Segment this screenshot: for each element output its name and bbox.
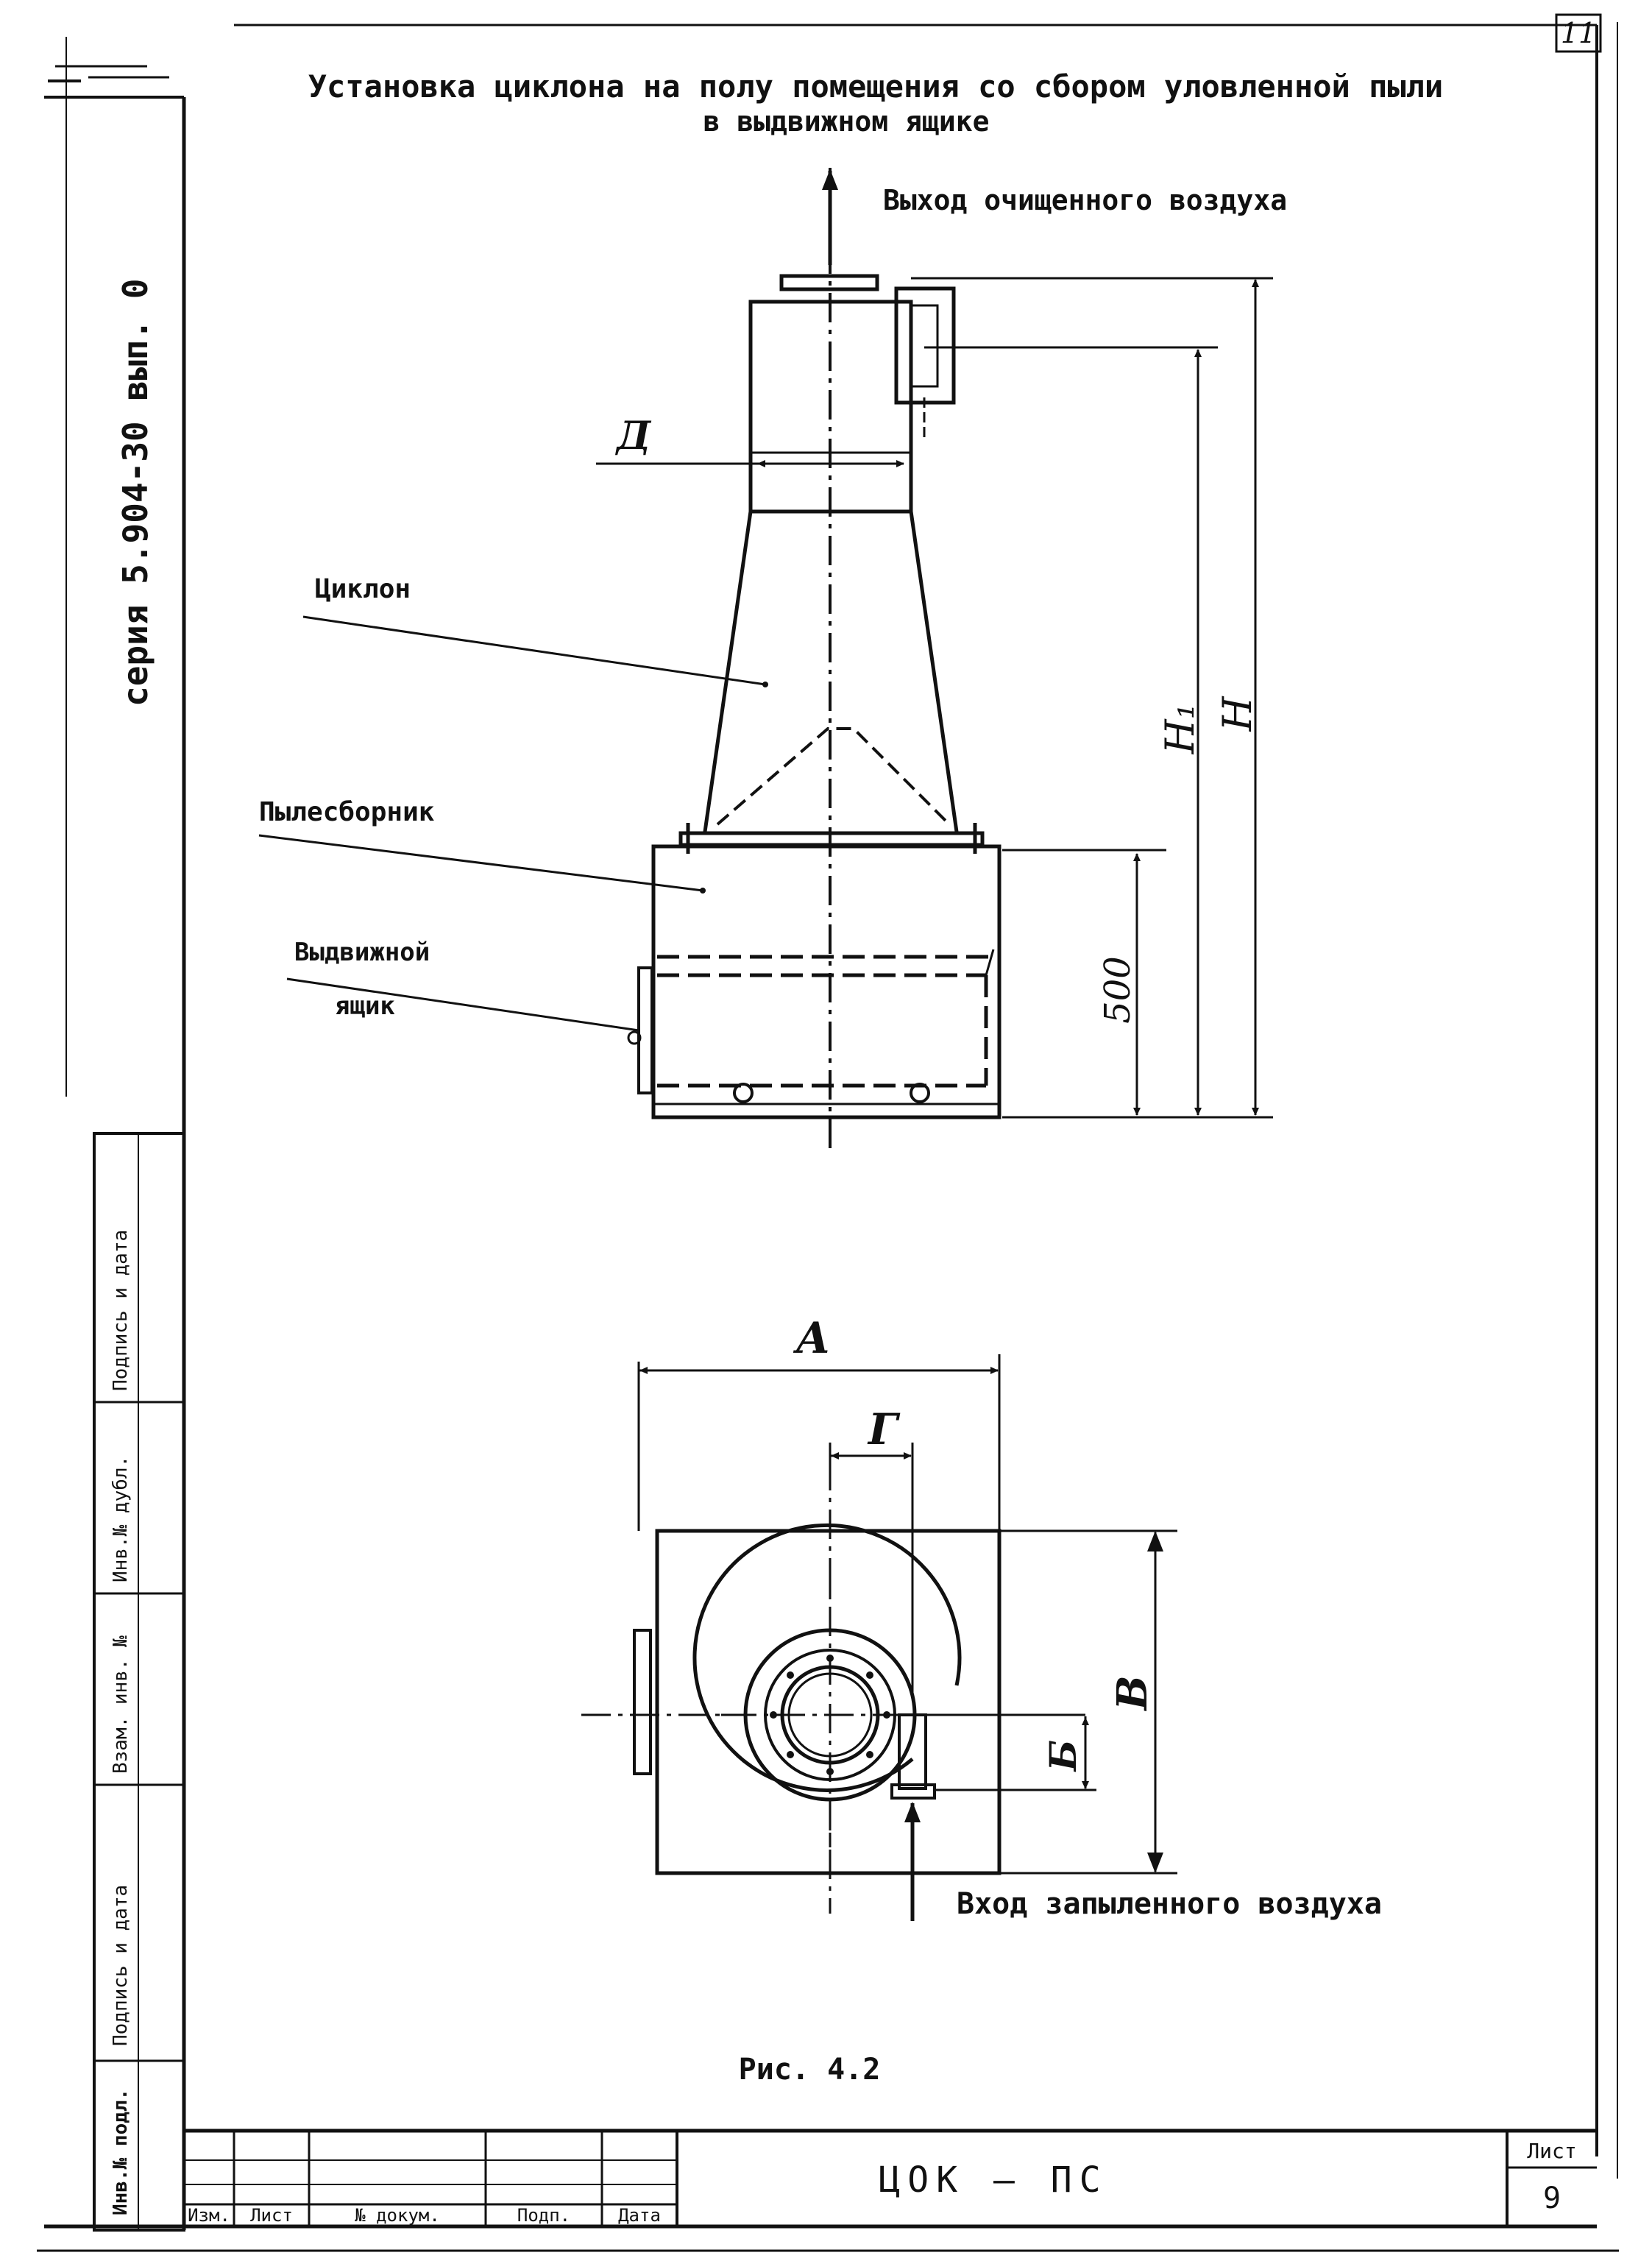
stamp-cell-4: Инв.№ дубл.	[110, 1456, 132, 1582]
drawing-title-line2: в выдвижном ящике	[703, 105, 990, 138]
sheet-number: 9	[1543, 2182, 1561, 2215]
cyclone-label: Циклон	[315, 574, 411, 604]
elevation-view: Выход очищенного воздуха Ц	[258, 168, 1287, 1148]
flange-bolts	[770, 1655, 890, 1775]
inlet-label: Вход запыленного воздуха	[957, 1887, 1382, 1921]
dim-V-label: В	[1108, 1675, 1157, 1711]
designation: ЦОК – ПС	[879, 2159, 1107, 2201]
dim-H-label: H	[1214, 696, 1261, 732]
dim-D-label: Д	[614, 414, 652, 459]
dim-500-label: 500	[1097, 956, 1138, 1024]
outlet-label: Выход очищенного воздуха	[883, 184, 1287, 216]
side-stamp: Инв.№ подл. Подпись и дата Взам. инв. № …	[93, 1132, 185, 2232]
stamp-cell-5: Подпись и дата	[110, 1230, 132, 1391]
drawer-leader	[286, 977, 639, 1032]
top-left-mark	[48, 65, 169, 82]
wheel-right	[910, 1083, 930, 1103]
drawer-label-2: ящик	[335, 991, 395, 1021]
cyclone-leader	[302, 615, 766, 686]
dust-collector-label: Пылесборник	[259, 797, 435, 827]
drawer-label-1: Выдвижной	[294, 938, 430, 967]
sheet-label: Лист	[1527, 2139, 1576, 2163]
plan-inlet-pipe	[898, 1713, 927, 1790]
header-izm: Изм.	[188, 2205, 230, 2226]
wheel-left	[733, 1083, 754, 1103]
title-block: Изм. Лист № докум. Подп. Дата ЦОК – ПС Л…	[184, 2129, 1597, 2226]
drawer-handle	[637, 966, 653, 1094]
plan-view: А Г Вход запыленног	[581, 1313, 1382, 1921]
dim-G-label: Г	[867, 1404, 901, 1454]
cyclone-cone	[703, 511, 959, 832]
dim-B-label: Б	[1041, 1740, 1085, 1773]
drawer-outline	[657, 955, 993, 1088]
header-doc: № докум.	[355, 2205, 440, 2226]
figure-caption: Рис. 4.2	[739, 2053, 881, 2087]
stamp-cell-2: Подпись и дата	[110, 1885, 132, 2046]
dust-collector-box	[651, 844, 1002, 1119]
plan-drawer-handle	[633, 1629, 652, 1775]
series-label: серия 5.904-30 вып. 0	[116, 278, 155, 707]
stamp-cell-1: Инв.№ подл.	[110, 2089, 132, 2215]
header-list: Лист	[250, 2205, 293, 2226]
header-sign: Подп.	[517, 2205, 570, 2226]
header-date: Дата	[618, 2205, 661, 2226]
dim-A-label: А	[793, 1313, 830, 1363]
corner-number-box: 11	[1555, 13, 1602, 53]
plan-box	[655, 1529, 1002, 1875]
scroll-outer	[692, 1523, 962, 1792]
dim-H1-label: H₁	[1157, 704, 1203, 755]
stamp-cell-3: Взам. инв. №	[110, 1635, 132, 1774]
drawing-title-line1: Установка циклона на полу помещения со с…	[308, 68, 1443, 105]
corner-sheet-number: 11	[1561, 17, 1596, 49]
outlet-pipe-circle	[780, 1665, 880, 1765]
dust-collector-leader	[258, 834, 703, 892]
